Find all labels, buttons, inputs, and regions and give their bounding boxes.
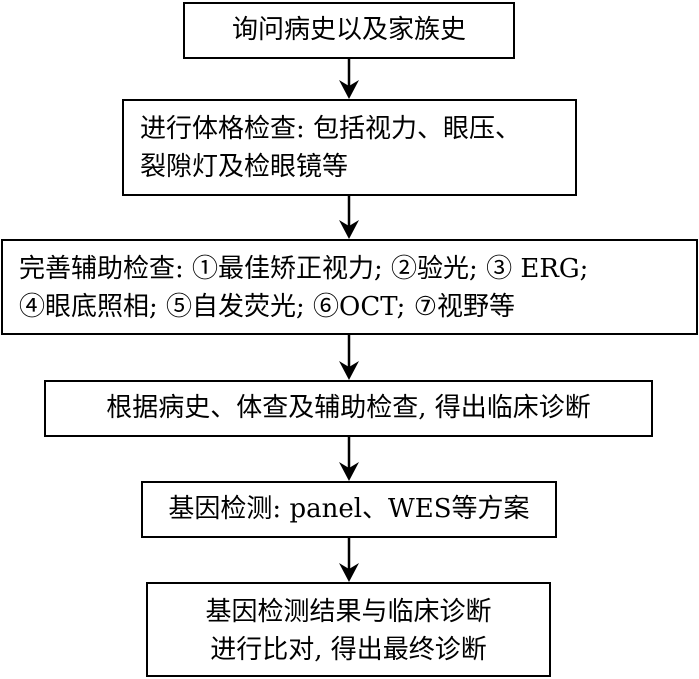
step-2-line-2: 裂隙灯及检眼镜等: [140, 152, 349, 182]
step-5-genetic-testing-box: 基因检测: panel、WES等方案: [141, 481, 557, 538]
step-6-line-1: 基因检测结果与临床诊断: [205, 597, 492, 627]
step-5-line-1: 基因检测: panel、WES等方案: [168, 494, 530, 524]
step-6-final-diagnosis-box: 基因检测结果与临床诊断 进行比对, 得出最终诊断: [146, 582, 551, 677]
step-2-line-1: 进行体格检查: 包括视力、眼压、: [140, 114, 522, 144]
step-4-line-1: 根据病史、体查及辅助检查, 得出临床诊断: [106, 393, 591, 423]
arrowhead-3-4: [339, 361, 359, 380]
step-6-line-2: 进行比对, 得出最终诊断: [210, 635, 487, 665]
arrowhead-1-2: [339, 80, 359, 99]
arrowhead-5-6: [339, 563, 359, 582]
arrowhead-4-5: [339, 462, 359, 481]
step-3-auxiliary-exam-box: 完善辅助检查: ①最佳矫正视力; ②验光; ③ ERG; ④眼底照相; ⑤自发荧…: [1, 239, 698, 335]
step-1-line-1: 询问病史以及家族史: [231, 15, 466, 45]
arrowhead-2-3: [339, 220, 359, 239]
step-1-history-box: 询问病史以及家族史: [183, 2, 515, 59]
step-2-physical-exam-box: 进行体格检查: 包括视力、眼压、 裂隙灯及检眼镜等: [122, 99, 577, 196]
step-3-line-1: 完善辅助检查: ①最佳矫正视力; ②验光; ③ ERG;: [19, 254, 589, 284]
step-4-clinical-diagnosis-box: 根据病史、体查及辅助检查, 得出临床诊断: [44, 380, 653, 437]
step-3-line-2: ④眼底照相; ⑤自发荧光; ⑥OCT; ⑦视野等: [19, 292, 516, 322]
